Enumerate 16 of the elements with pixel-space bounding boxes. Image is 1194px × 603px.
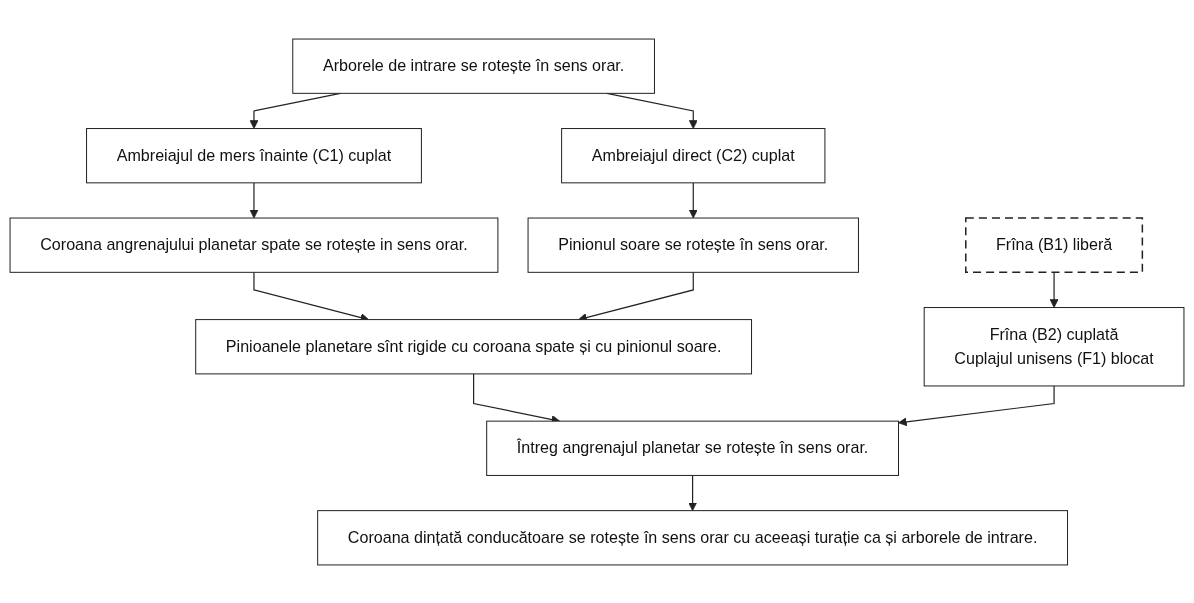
node-box: Pinionul soare se rotește în sens orar. (527, 217, 859, 273)
node-box: Arborele de intrare se rotește în sens orar. (292, 38, 655, 94)
arrow (249, 181, 259, 218)
node-box: Întreg angrenajul planetar se rotește în sens orar. (486, 420, 899, 476)
node-box: Pinioanele planetare sînt rigide cu coroana spate și cu pinionul soare. (195, 318, 753, 374)
arrow (688, 181, 698, 218)
arrow (249, 92, 341, 129)
node-box: Ambreiajul direct (C2) cuplat (561, 127, 826, 183)
arrow (898, 384, 1055, 426)
node-box: Frîna (B2) cuplată Cuplajul unisens (F1) blocat (923, 306, 1185, 386)
node-box: Frîna (B1) liberă (965, 216, 1144, 273)
node-box: Ambreiajul de mers înainte (C1) cuplat (86, 127, 422, 183)
arrow (1049, 271, 1059, 308)
node-box: Coroana dințată conducătoare se rotește în sens orar cu aceeași turație ca și arborele de intrare. (317, 509, 1069, 565)
node-box: Coroana angrenajului planetar spate se rotește in sens orar. (9, 217, 499, 273)
arrow (688, 474, 697, 511)
